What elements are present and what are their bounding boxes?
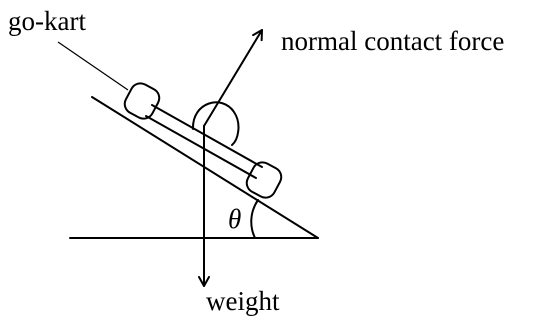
angle-arc [250,199,259,239]
chassis-top [151,104,263,168]
normal-force-arrow [203,29,263,127]
kart-seat [191,101,240,146]
weight-label: weight [206,286,280,316]
normal-force-label: normal contact force [281,26,504,56]
go-kart-label: go-kart [8,6,86,36]
go-kart [123,82,283,199]
angle-label: θ [228,204,241,234]
back-wheel [123,82,161,120]
front-wheel [245,161,283,199]
chassis-bottom [145,115,257,179]
go-kart-pointer [57,41,129,91]
